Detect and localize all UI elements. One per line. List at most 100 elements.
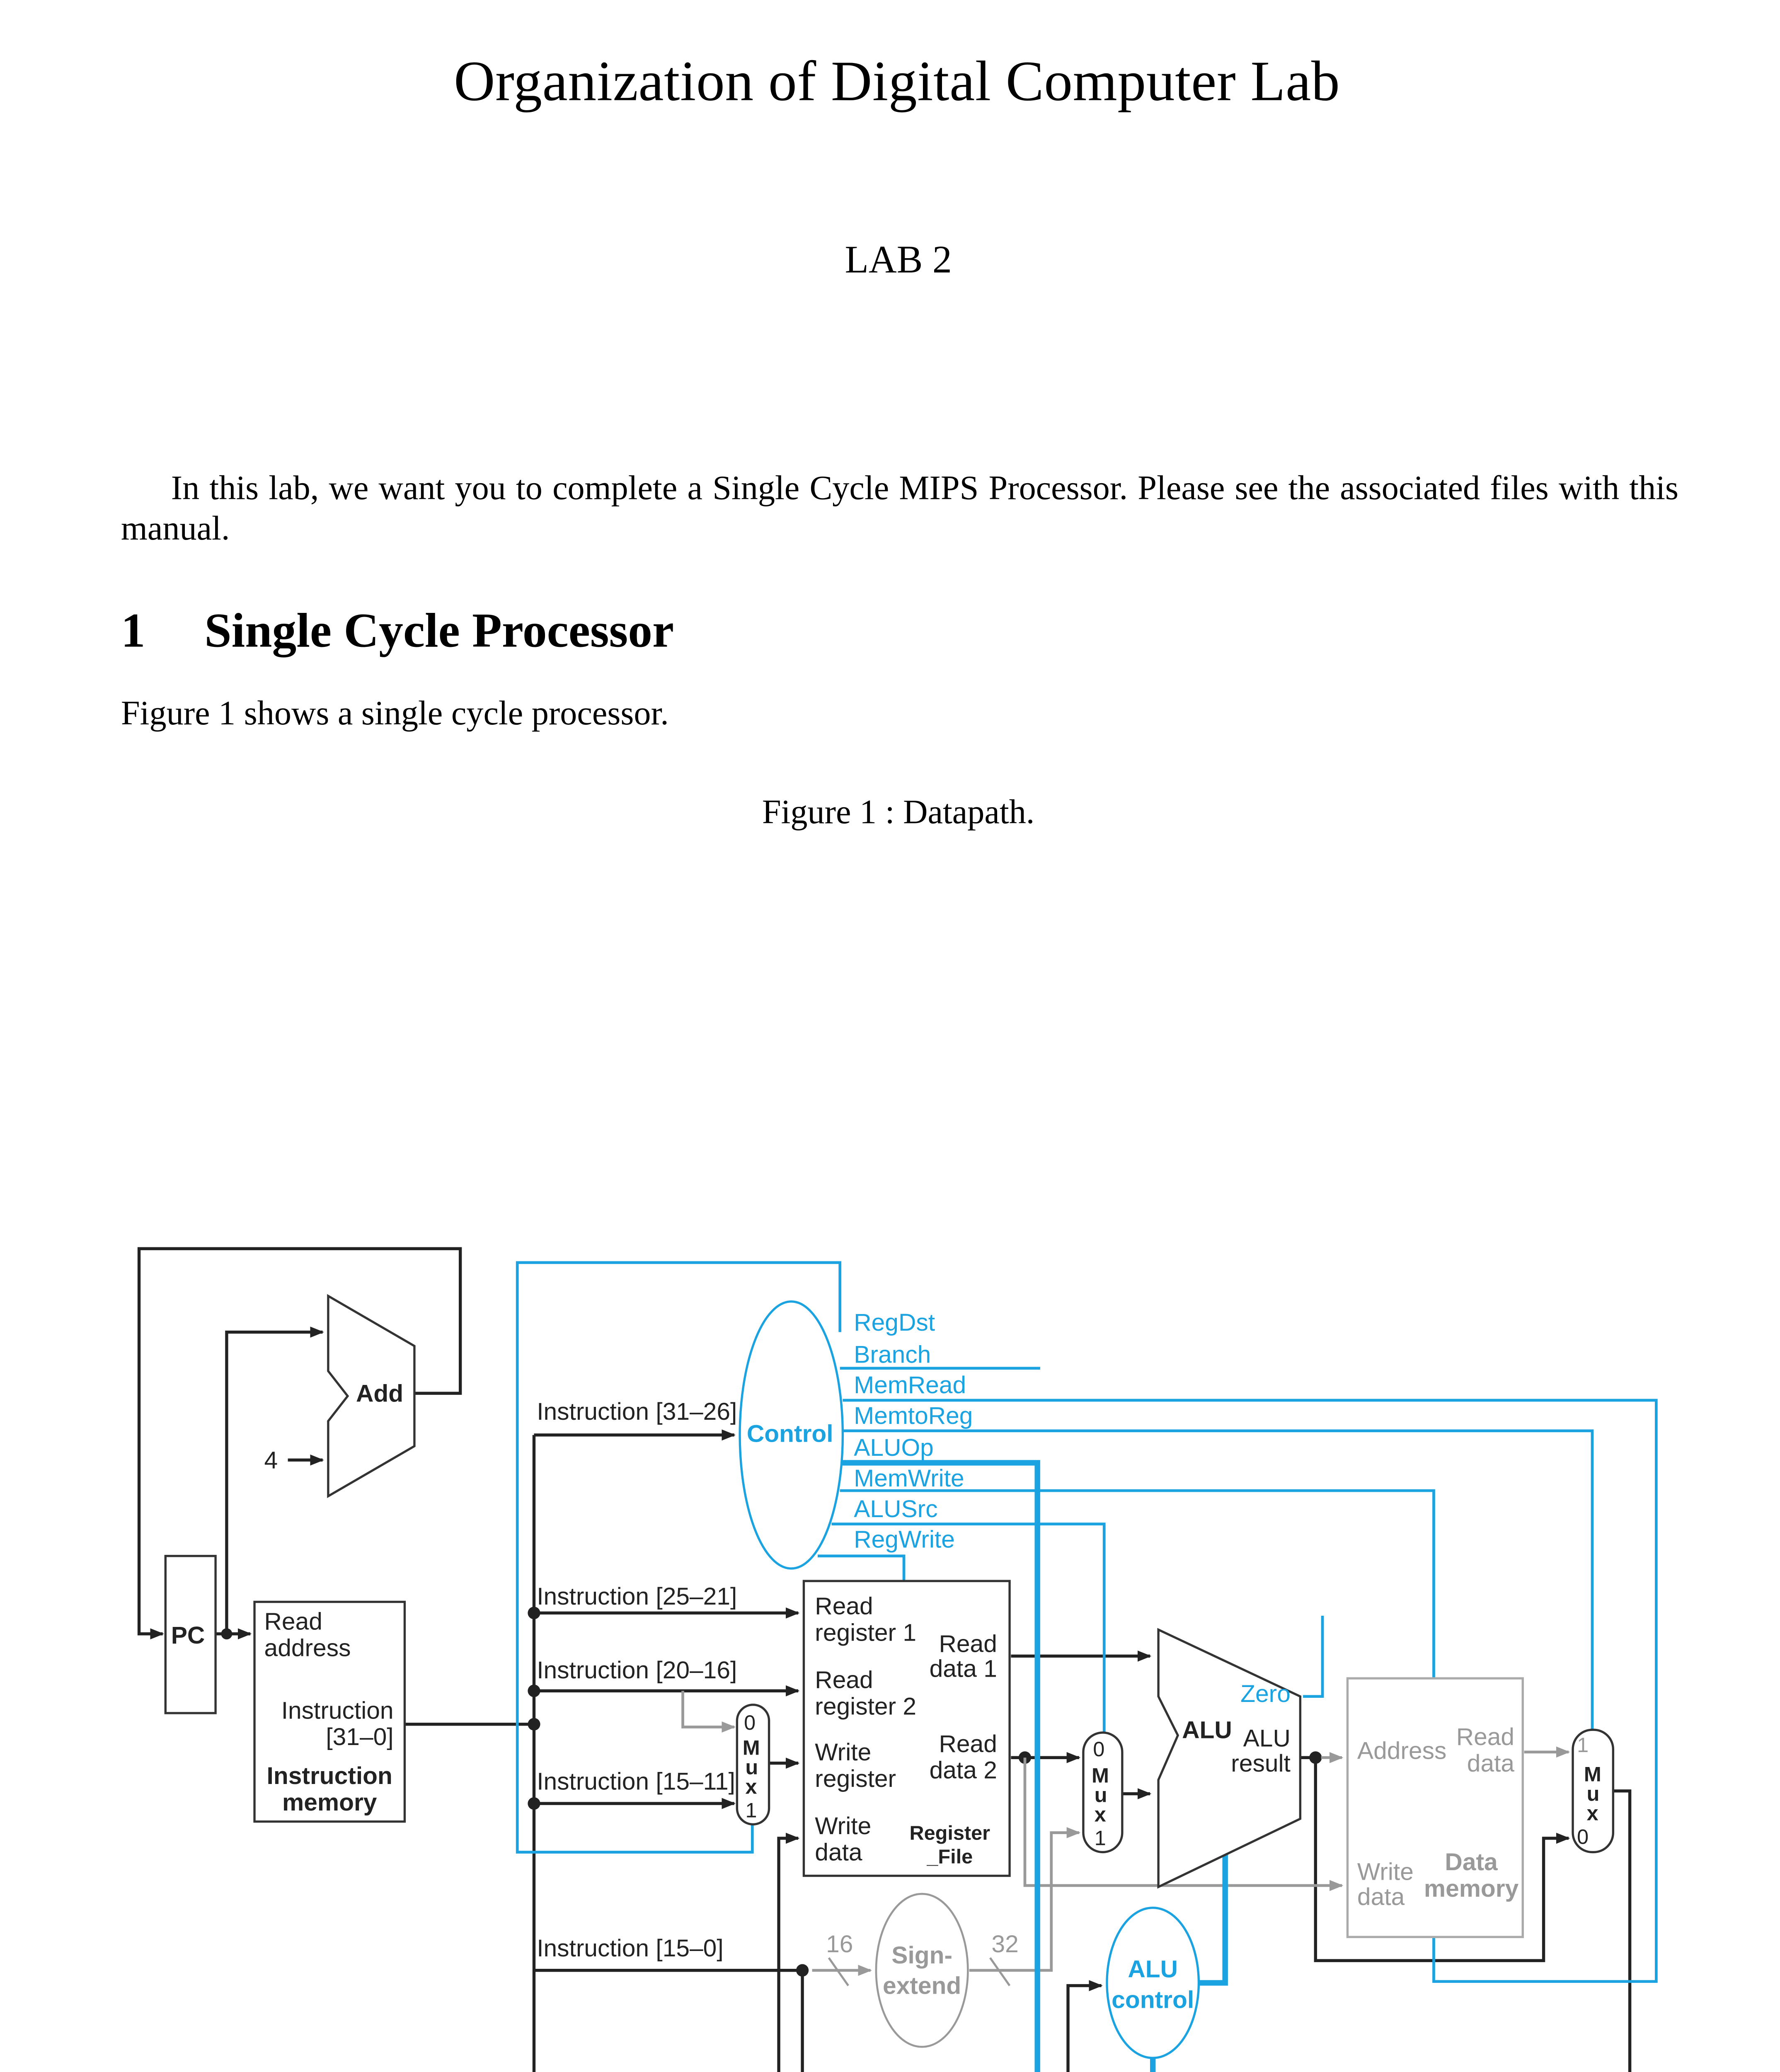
imem-read-address-2: address — [264, 1634, 351, 1661]
mux-letter: u — [1587, 1782, 1600, 1805]
lab-number: LAB 2 — [845, 239, 952, 283]
alu-result-label: ALU — [1243, 1725, 1291, 1752]
signal-alusrc: ALUSrc — [854, 1496, 937, 1523]
control-label: Control — [747, 1421, 833, 1447]
program-counter: PC — [164, 1555, 217, 1714]
adder: Add 4 — [264, 1294, 416, 1498]
junction-dot — [1309, 1751, 1322, 1764]
wire-pc-next — [137, 1247, 462, 1640]
mux-regdst: 0 M u x 1 — [736, 1704, 770, 1826]
wire-memtoreg — [843, 1429, 1594, 1731]
mux-letter: M — [743, 1736, 760, 1760]
section-text: Figure 1 shows a single cycle processor. — [121, 695, 669, 733]
instruction-fields: Instruction [31–26] Instruction [25–21] … — [537, 1398, 988, 2072]
instruction-memory: Read address Instruction [31–0] Instruct… — [253, 1600, 406, 1823]
section-heading: 1 Single Cycle Processor — [121, 603, 674, 659]
mux-input-label: 1 — [1095, 1826, 1106, 1850]
bus-width-32: 32 — [991, 1931, 1018, 1958]
pc-label: PC — [171, 1622, 205, 1649]
mux-input-label: 0 — [1093, 1737, 1104, 1761]
dmem-write-data: Write — [1357, 1859, 1414, 1886]
field-imm: Instruction [15–0] — [537, 1935, 723, 1962]
imem-name-2: memory — [282, 1789, 377, 1816]
wire-signext-to-mux — [969, 1827, 1081, 1972]
sign-extend-label: Sign- — [891, 1942, 952, 1969]
sign-extend: Sign- extend 16 32 — [826, 1893, 1019, 2048]
junction-dot — [528, 1718, 540, 1731]
mux-letter: x — [746, 1775, 757, 1798]
field-funct: Instruction [5–0] — [815, 2070, 988, 2072]
signal-aluop: ALUOp — [854, 1434, 934, 1461]
inactive-wires — [681, 1691, 1570, 1987]
wire-regwrite — [818, 1554, 906, 1581]
alu-control-label: ALU — [1128, 1956, 1178, 1982]
signal-branch: Branch — [854, 1341, 931, 1368]
dmem-name: Data — [1445, 1849, 1498, 1876]
mux-letter: M — [1584, 1762, 1601, 1786]
wire-pc-to-adder — [225, 1326, 324, 1634]
signal-regwrite: RegWrite — [854, 1526, 955, 1553]
document-title: Organization of Digital Computer Lab — [454, 48, 1340, 113]
bus-width-16: 16 — [826, 1931, 853, 1958]
field-op: Instruction [31–26] — [537, 1398, 737, 1425]
mux-alusrc: 0 M u x 1 — [1082, 1731, 1124, 1854]
imem-read-address: Read — [264, 1608, 322, 1635]
bus-width-slash — [989, 1957, 1011, 1987]
rf-name-2: _File — [926, 1845, 973, 1868]
junction-dot — [528, 1797, 540, 1810]
wire-alusrc — [831, 1523, 1106, 1734]
wire-memread — [843, 1399, 1658, 1983]
section-number: 1 — [121, 603, 145, 658]
junction-dot — [796, 1964, 809, 1977]
dmem-read-data: Read — [1456, 1723, 1514, 1750]
alu-control-label-2: control — [1112, 1986, 1194, 2013]
adder-label: Add — [356, 1380, 403, 1407]
dmem-write-data-2: data — [1357, 1883, 1405, 1910]
wire-rt-to-mux — [681, 1691, 736, 1733]
rf-name: Register — [909, 1822, 990, 1844]
rf-read-register-2-2: register 2 — [815, 1693, 916, 1720]
rf-read-register-1: Read — [815, 1593, 873, 1620]
field-rt: Instruction [20–16] — [537, 1657, 737, 1684]
junction-dot — [528, 1607, 540, 1619]
datapath-wires — [137, 1247, 1632, 2072]
alu-zero-label: Zero — [1240, 1680, 1291, 1707]
mux-input-label: 1 — [746, 1798, 757, 1822]
signal-memwrite: MemWrite — [854, 1465, 964, 1492]
mux-input-label: 0 — [744, 1711, 756, 1734]
intro-paragraph: In this lab, we want you to complete a S… — [121, 470, 1679, 548]
alu-control: ALU control — [1106, 1907, 1200, 2059]
wire-zero — [1303, 1616, 1324, 1698]
register-file: Read register 1 Read register 2 Write re… — [802, 1580, 1011, 1877]
dmem-read-data-2: data — [1467, 1750, 1515, 1777]
alu-label: ALU — [1182, 1716, 1232, 1743]
sign-extend-label-2: extend — [883, 1973, 961, 1999]
control-unit: Control RegDst Branch MemRead MemtoReg A… — [739, 1300, 973, 1570]
field-rs: Instruction [25–21] — [537, 1583, 737, 1610]
bus-width-slash — [828, 1957, 849, 1987]
wire-alu-operation — [1199, 1803, 1228, 1986]
wire-aluop — [840, 1460, 1156, 2072]
signal-memread: MemRead — [854, 1372, 966, 1399]
imem-name: Instruction — [267, 1762, 392, 1789]
wire-write-data — [1023, 1757, 1344, 1891]
dmem-name-2: memory — [1424, 1875, 1519, 1902]
mux-letter: u — [1095, 1783, 1107, 1807]
rf-read-data-2: Read — [939, 1731, 997, 1757]
imem-output-range: [31–0] — [326, 1723, 393, 1750]
mux-input-label: 0 — [1577, 1825, 1589, 1848]
mux-input-label: 1 — [1577, 1733, 1589, 1757]
mux-letter: x — [1095, 1803, 1106, 1826]
mux-letter: x — [1587, 1801, 1598, 1825]
signal-memtoreg: MemtoReg — [854, 1402, 973, 1429]
section-title: Single Cycle Processor — [204, 603, 674, 658]
signal-regdst: RegDst — [854, 1309, 935, 1336]
field-rd: Instruction [15–11] — [537, 1768, 735, 1795]
wire-funct — [801, 1970, 1103, 2072]
rf-write-data-2: data — [815, 1839, 862, 1866]
rf-write-register-2: register — [815, 1765, 896, 1792]
rf-read-register-1-2: register 1 — [815, 1619, 916, 1646]
junction-dot — [221, 1628, 232, 1640]
